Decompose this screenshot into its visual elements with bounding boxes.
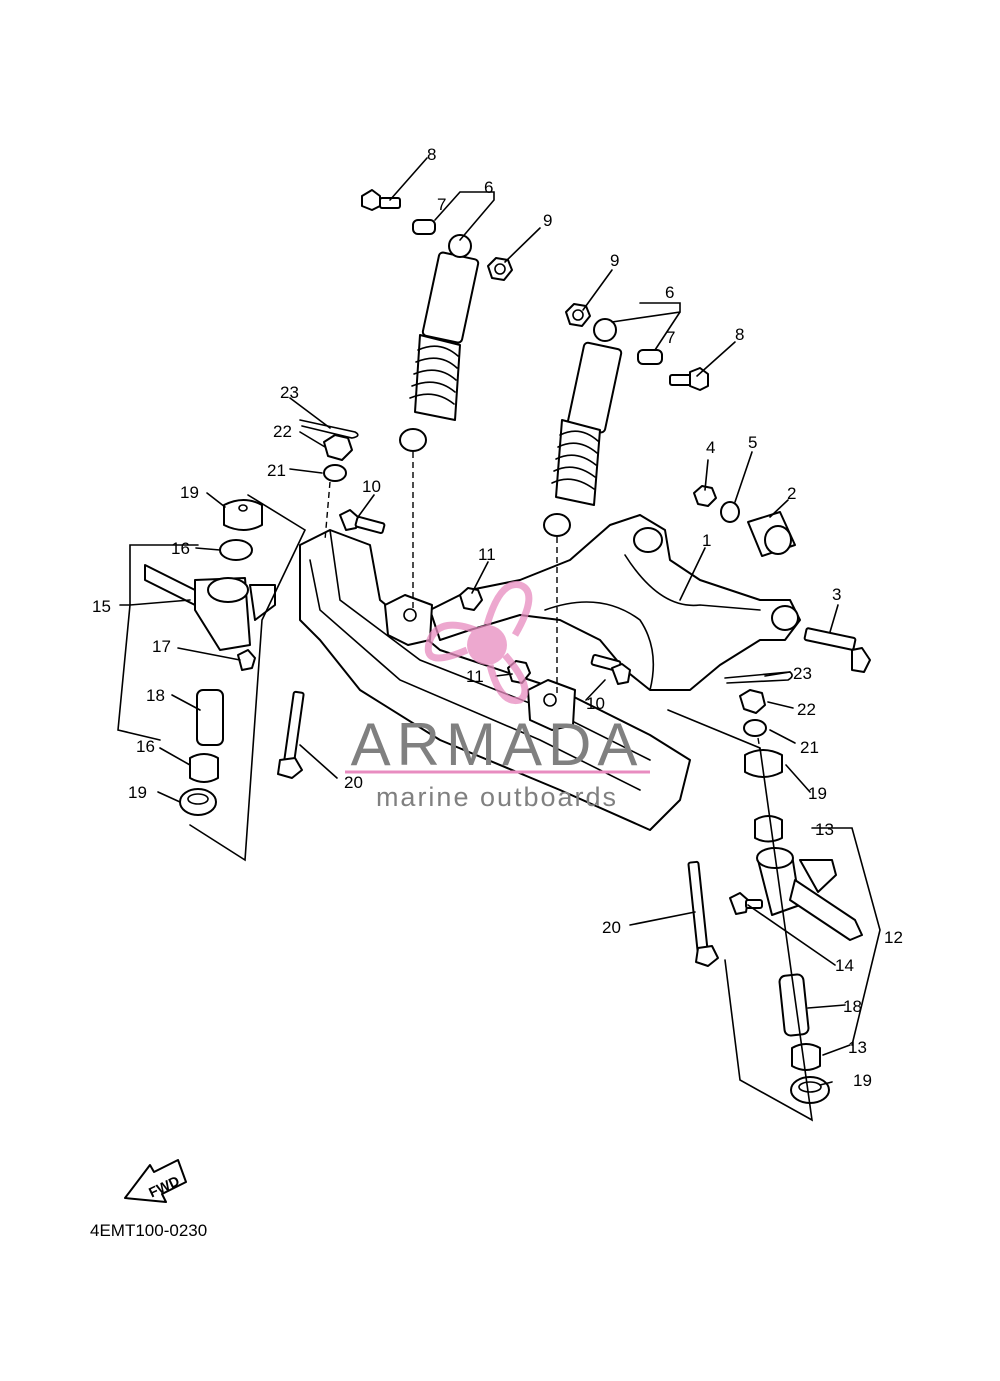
washer-21-right [743, 719, 767, 737]
part-label-4: 4 [706, 438, 715, 457]
part-label-11: 11 [466, 667, 484, 686]
leader-lines [117, 157, 881, 1122]
collar-7-right [637, 349, 663, 365]
bolt-8-right [669, 367, 709, 391]
part-label-10: 10 [586, 694, 605, 713]
part-label-23: 23 [280, 383, 299, 402]
bolt-8-left [361, 189, 401, 211]
part-label-15: 15 [92, 597, 111, 616]
part-label-22: 22 [273, 422, 292, 441]
part-label-7: 7 [437, 195, 446, 214]
part-label-12: 12 [884, 928, 903, 947]
part-label-3: 3 [832, 585, 841, 604]
part-label-9: 9 [610, 251, 619, 270]
shock-absorber-right [543, 318, 623, 537]
part-label-5: 5 [748, 433, 757, 452]
nut-9-right [565, 303, 591, 327]
part-label-9: 9 [543, 211, 552, 230]
bolt-10-upper [339, 509, 386, 535]
washer-19-upper [223, 499, 263, 531]
collar-7-left [412, 219, 436, 235]
watermark: ARMADA marine outboards [345, 581, 650, 812]
collar-13-upper [754, 815, 783, 843]
part-label-16: 16 [171, 539, 190, 558]
part-label-6: 6 [484, 178, 493, 197]
shock-bracket-upper [384, 594, 433, 646]
nut-4 [693, 485, 717, 507]
collar-16-upper [219, 539, 253, 561]
washer-5 [720, 501, 740, 523]
swing-arm [429, 514, 801, 691]
castle-nut-22-right [739, 689, 766, 714]
part-label-23: 23 [793, 664, 812, 683]
collar-13-lower [791, 1043, 821, 1071]
part-label-6: 6 [665, 283, 674, 302]
fwd-arrow: FWD [124, 1159, 187, 1203]
knuckle-15 [144, 564, 276, 651]
part-label-17: 17 [152, 637, 171, 656]
part-label-22: 22 [797, 700, 816, 719]
bolt-3 [803, 627, 871, 673]
washer-19-right-upper [744, 749, 783, 778]
part-label-20: 20 [344, 773, 363, 792]
part-labels: 8 6 7 9 9 6 7 8 23 22 21 4 5 2 10 19 1 1… [92, 145, 903, 1090]
bolt-17 [237, 649, 256, 671]
nut-11-upper [459, 587, 483, 611]
part-label-18: 18 [146, 686, 165, 705]
shock-absorber-left [399, 234, 480, 452]
watermark-logo [424, 581, 533, 705]
knuckle-12 [756, 847, 863, 941]
bolt-14 [729, 892, 763, 915]
diagram-code: 4EMT100-0230 [90, 1221, 207, 1240]
bolt-10-lower [590, 653, 631, 685]
part-label-18: 18 [843, 997, 862, 1016]
part-label-21: 21 [267, 461, 286, 480]
part-label-11: 11 [478, 545, 496, 564]
castle-nut-22-left [323, 434, 353, 461]
sleeve-18-left [196, 689, 224, 746]
cotter-pin-23-left [299, 419, 359, 439]
part-label-19: 19 [808, 784, 827, 803]
part-label-14: 14 [835, 956, 854, 975]
part-label-19: 19 [128, 783, 147, 802]
part-label-16: 16 [136, 737, 155, 756]
watermark-brand: ARMADA [351, 711, 644, 778]
alignment-lines [324, 452, 761, 751]
washer-19-right-lower [790, 1076, 830, 1104]
washer-19-lower [179, 788, 217, 816]
pin-20-left [277, 690, 305, 779]
sleeve-18-right [778, 973, 810, 1037]
part-label-8: 8 [735, 325, 744, 344]
pin-20-right [687, 860, 719, 967]
watermark-tagline: marine outboards [376, 782, 618, 812]
nut-9-left [487, 257, 513, 281]
shock-bracket-lower [527, 679, 576, 731]
part-label-1: 1 [702, 531, 711, 550]
part-label-7: 7 [666, 328, 675, 347]
part-label-19: 19 [853, 1071, 872, 1090]
part-label-2: 2 [787, 484, 796, 503]
part-label-21: 21 [800, 738, 819, 757]
part-label-13: 13 [815, 820, 834, 839]
part-label-19: 19 [180, 483, 199, 502]
part-label-20: 20 [602, 918, 621, 937]
washer-21-left [323, 464, 347, 482]
part-label-8: 8 [427, 145, 436, 164]
part-label-13: 13 [848, 1038, 867, 1057]
bushing-2 [747, 511, 796, 557]
part-label-10: 10 [362, 477, 381, 496]
collar-16-lower [189, 753, 219, 783]
